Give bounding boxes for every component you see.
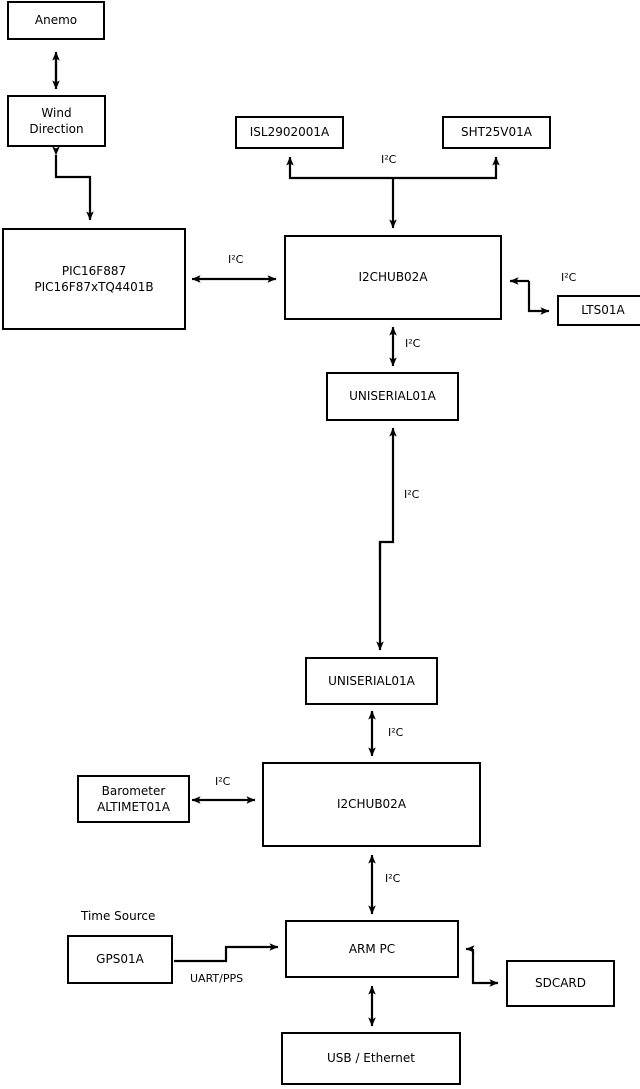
- label-time-source: Time Source: [81, 909, 156, 923]
- edge-label-i2c-hub-uniserial-upper: I²C: [405, 337, 421, 350]
- connector-hub-sht: [393, 156, 500, 180]
- node-i2chub02a-bottom[interactable]: I2CHUB02A: [262, 762, 481, 847]
- connector-uni2-uni1: [378, 427, 397, 560]
- edge-label-i2c-hub-armpc: I²C: [385, 872, 401, 885]
- node-i2chub02a-top[interactable]: I2CHUB02A: [284, 235, 502, 320]
- node-label: Barometer ALTIMET01A: [97, 783, 170, 814]
- node-arm-pc[interactable]: ARM PC: [285, 920, 459, 978]
- node-barometer-altimet01a[interactable]: Barometer ALTIMET01A: [77, 775, 190, 823]
- edge-label-i2c-sensor-bus: I²C: [381, 153, 397, 166]
- connector-arm-sdcard: [471, 949, 499, 987]
- node-label: ISL2902001A: [249, 125, 330, 140]
- node-lts01a[interactable]: LTS01A: [557, 295, 640, 326]
- node-sht25v01a[interactable]: SHT25V01A: [442, 116, 551, 149]
- node-label: LTS01A: [581, 303, 625, 318]
- node-label: USB / Ethernet: [327, 1051, 415, 1066]
- edge-label-i2c-barometer-hub: I²C: [215, 775, 231, 788]
- connector-pic-wind: [52, 146, 94, 221]
- node-gps01a[interactable]: GPS01A: [67, 935, 173, 984]
- node-label: ARM PC: [348, 941, 396, 956]
- node-wind-direction[interactable]: Wind Direction: [7, 95, 106, 147]
- node-label: UNISERIAL01A: [349, 389, 436, 404]
- connector-hub-lts: [527, 281, 550, 315]
- node-label: UNISERIAL01A: [328, 673, 415, 688]
- edge-label-uart-pps: UART/PPS: [190, 972, 244, 985]
- node-uniserial01a-lower[interactable]: UNISERIAL01A: [305, 657, 438, 705]
- edge-label-i2c-pic-hub: I²C: [228, 253, 244, 266]
- node-uniserial01a-upper[interactable]: UNISERIAL01A: [326, 372, 459, 421]
- connector-gps-arm: [174, 943, 279, 963]
- edge-label-i2c-uniserial-lower-hub: I²C: [388, 726, 404, 739]
- node-label: PIC16F887 PIC16F87xTQ4401B: [34, 263, 154, 294]
- node-label: SDCARD: [534, 976, 587, 991]
- node-label: I2CHUB02A: [358, 270, 428, 285]
- node-label: I2CHUB02A: [336, 797, 407, 812]
- node-label: SHT25V01A: [461, 125, 532, 140]
- edge-label-i2c-hub-lts: I²C: [561, 271, 577, 284]
- node-usb-ethernet[interactable]: USB / Ethernet: [281, 1032, 461, 1085]
- node-isl2902001a[interactable]: ISL2902001A: [235, 116, 344, 149]
- node-label: Wind Direction: [29, 105, 84, 136]
- node-sdcard[interactable]: SDCARD: [506, 960, 615, 1007]
- node-label: GPS01A: [96, 952, 144, 967]
- node-label: Anemo: [34, 13, 78, 28]
- node-anemo[interactable]: Anemo: [7, 1, 105, 40]
- edge-label-i2c-uniserial-link: I²C: [404, 488, 420, 501]
- connector-hub-isl: [286, 156, 393, 180]
- node-pic-microcontroller[interactable]: PIC16F887 PIC16F87xTQ4401B: [2, 228, 186, 330]
